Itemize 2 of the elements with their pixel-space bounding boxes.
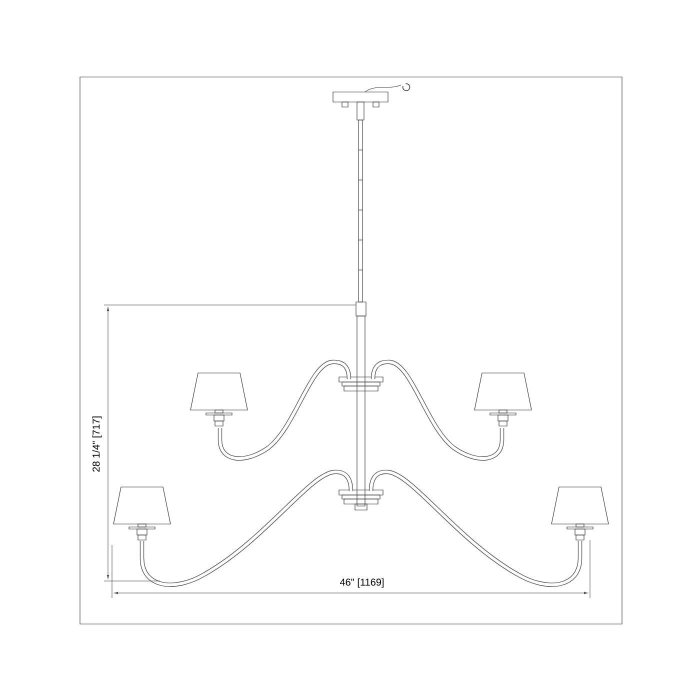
dimension-label: 46" [1169] bbox=[340, 578, 384, 588]
dimension-label: 28 1/4" [717] bbox=[92, 416, 102, 472]
